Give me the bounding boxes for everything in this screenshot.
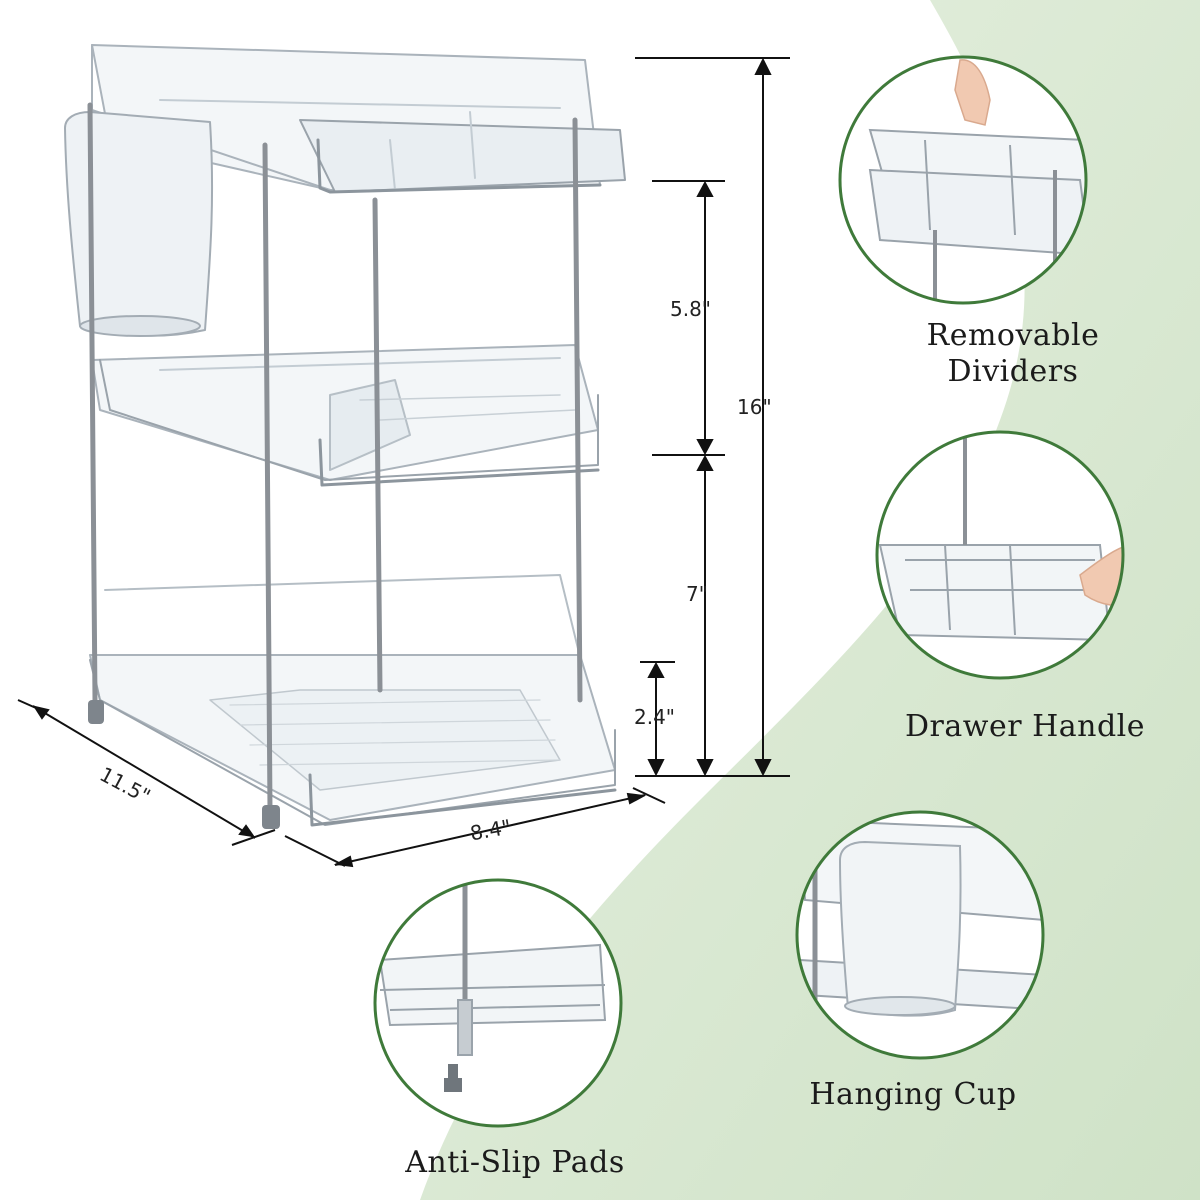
rubber-feet	[88, 700, 280, 829]
removable-dividers-circle	[838, 55, 1088, 305]
drawer-handle-circle	[875, 430, 1125, 680]
middle-drawer	[91, 344, 600, 487]
lower-tier-gap-label: 7"	[686, 582, 708, 606]
hanging-cup-circle	[795, 810, 1045, 1060]
removable-dividers-caption: Removable Dividers	[893, 318, 1133, 390]
metal-frame	[87, 102, 583, 813]
drawer-depth-label: 2.4"	[634, 705, 676, 729]
hanging-cup-caption: Hanging Cup	[809, 1077, 1017, 1112]
top-drawer	[91, 44, 626, 194]
upper-tier-gap-label: 5.8"	[670, 297, 712, 321]
bottom-drawer	[89, 574, 617, 827]
anti-slip-pads-caption: Anti-Slip Pads	[405, 1145, 625, 1180]
removable-dividers-caption-line2: Dividers	[947, 354, 1079, 389]
height-total-label: 16"	[737, 395, 772, 419]
anti-slip-pads-circle	[373, 878, 623, 1128]
drawer-handle-caption: Drawer Handle	[904, 709, 1145, 744]
removable-dividers-caption-line1: Removable	[926, 318, 1100, 353]
